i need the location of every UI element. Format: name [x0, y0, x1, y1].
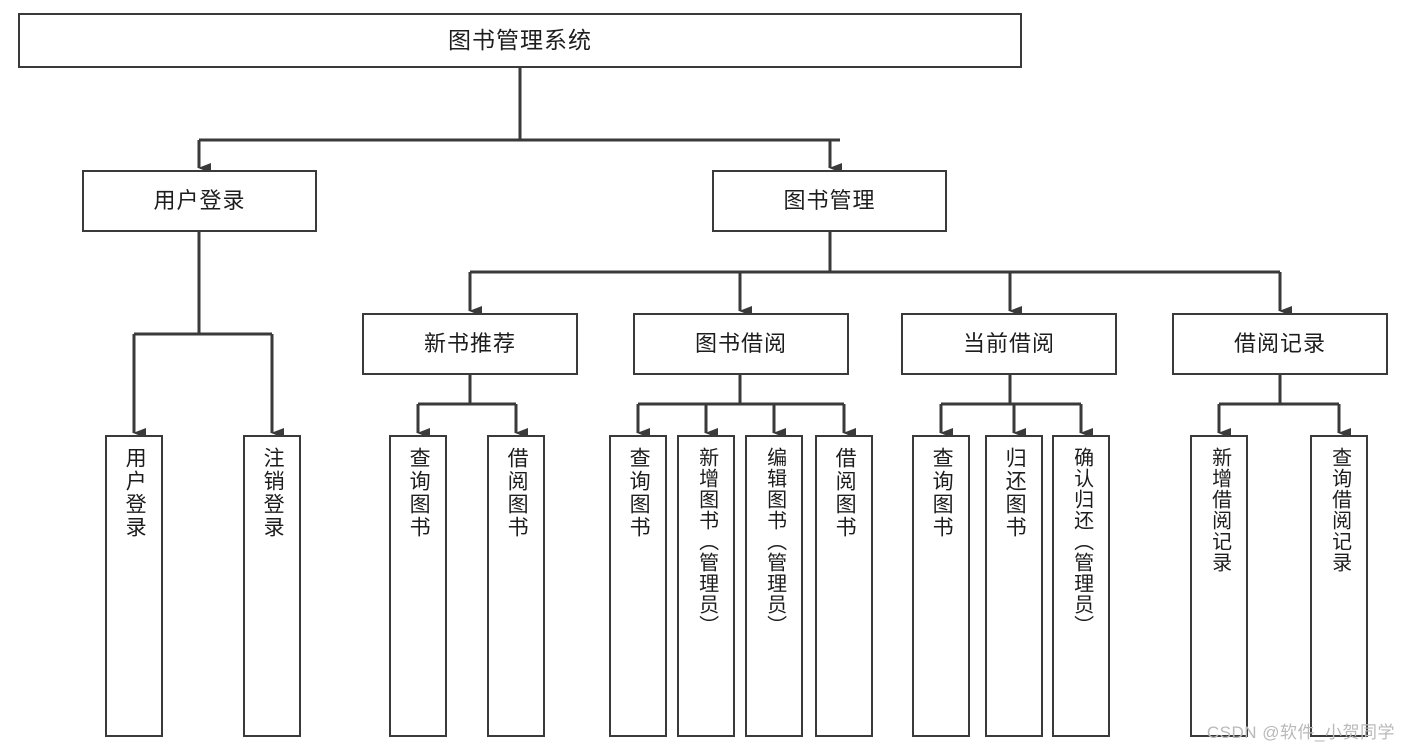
- leaf-return-book[interactable]: 归还图书: [985, 435, 1043, 737]
- leaf-user-login-label: 用户登录: [123, 447, 147, 539]
- node-root-label: 图书管理系统: [448, 26, 592, 53]
- node-new-book-recommend-label: 新书推荐: [423, 331, 516, 357]
- node-user-login-label: 用户登录: [153, 188, 246, 214]
- leaf-borrow-book-label: 借阅图书: [833, 447, 857, 539]
- leaf-query-book-recommend[interactable]: 查询图书: [389, 435, 447, 737]
- leaf-add-book-admin[interactable]: 新增图书（管理员）: [677, 435, 735, 737]
- node-new-book-recommend[interactable]: 新书推荐: [362, 313, 578, 375]
- node-borrow-record[interactable]: 借阅记录: [1172, 313, 1388, 375]
- node-current-borrow-label: 当前借阅: [962, 331, 1055, 357]
- leaf-user-login[interactable]: 用户登录: [105, 435, 163, 737]
- leaf-query-borrow-record[interactable]: 查询借阅记录: [1310, 435, 1368, 737]
- node-current-borrow[interactable]: 当前借阅: [901, 313, 1117, 375]
- node-book-borrow[interactable]: 图书借阅: [633, 313, 849, 375]
- leaf-add-book-admin-label: 新增图书（管理员）: [695, 447, 718, 636]
- leaf-confirm-return-admin-label: 确认归还（管理员）: [1070, 447, 1093, 636]
- node-book-management-label: 图书管理: [783, 188, 876, 214]
- leaf-borrow-book[interactable]: 借阅图书: [815, 435, 873, 737]
- leaf-borrow-book-recommend[interactable]: 借阅图书: [487, 435, 545, 737]
- leaf-edit-book-admin[interactable]: 编辑图书（管理员）: [745, 435, 803, 737]
- leaf-query-book-current-label: 查询图书: [930, 447, 954, 539]
- leaf-query-borrow-record-label: 查询借阅记录: [1328, 447, 1351, 573]
- watermark: CSDN @软件_小贺同学: [1206, 723, 1395, 742]
- node-root[interactable]: 图书管理系统: [18, 13, 1022, 68]
- node-book-borrow-label: 图书借阅: [694, 331, 787, 357]
- leaf-logout-label: 注销登录: [261, 447, 285, 539]
- leaf-query-book-recommend-label: 查询图书: [407, 447, 431, 539]
- leaf-add-borrow-record[interactable]: 新增借阅记录: [1190, 435, 1248, 737]
- leaf-query-book-borrow[interactable]: 查询图书: [609, 435, 667, 737]
- leaf-logout[interactable]: 注销登录: [243, 435, 301, 737]
- leaf-confirm-return-admin[interactable]: 确认归还（管理员）: [1052, 435, 1110, 737]
- leaf-edit-book-admin-label: 编辑图书（管理员）: [763, 447, 786, 636]
- leaf-return-book-label: 归还图书: [1003, 447, 1027, 539]
- leaf-query-book-borrow-label: 查询图书: [627, 447, 651, 539]
- node-book-management[interactable]: 图书管理: [712, 170, 947, 232]
- leaf-borrow-book-recommend-label: 借阅图书: [505, 447, 529, 539]
- node-borrow-record-label: 借阅记录: [1233, 331, 1326, 357]
- node-user-login[interactable]: 用户登录: [82, 170, 317, 232]
- leaf-add-borrow-record-label: 新增借阅记录: [1208, 447, 1231, 573]
- leaf-query-book-current[interactable]: 查询图书: [912, 435, 970, 737]
